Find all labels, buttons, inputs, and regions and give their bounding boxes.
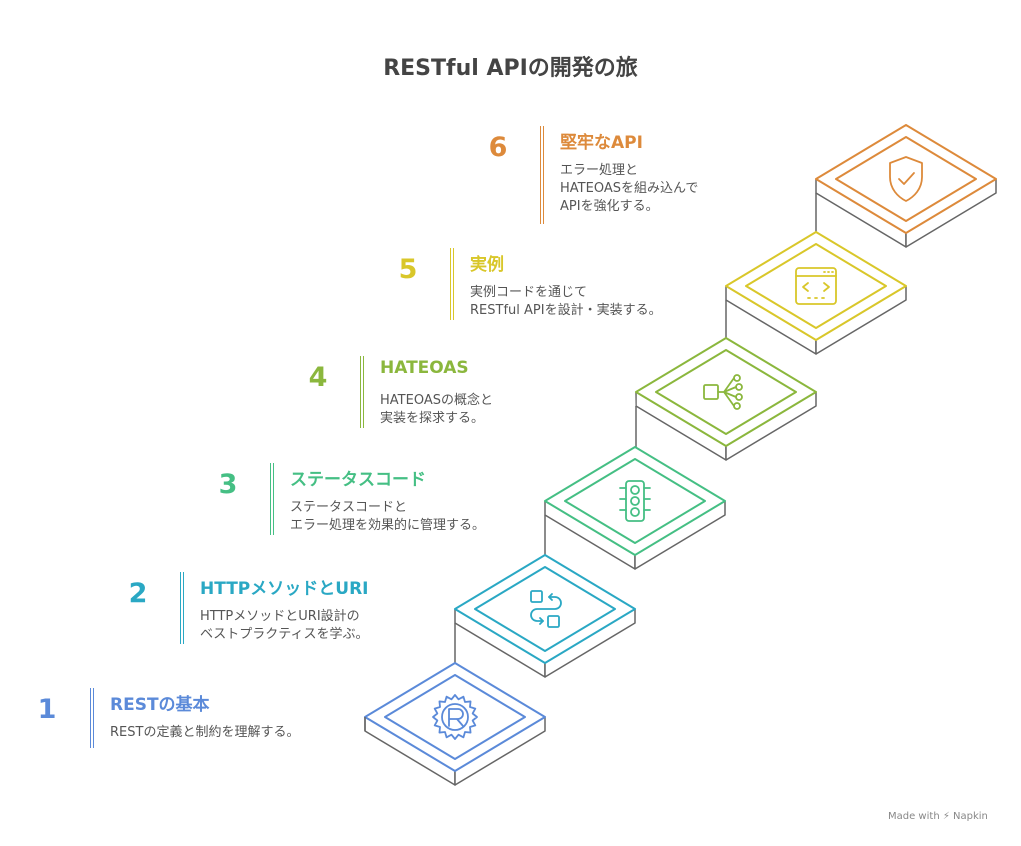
step-number: 2 [128,578,148,609]
step-description: エラー処理と HATEOASを組み込んで APIを強化する。 [560,163,699,214]
step-heading: ステータスコード [290,470,426,490]
step-heading: 実例 [470,255,504,275]
step-bar [360,356,364,428]
step-heading: RESTの基本 [110,695,210,715]
step-description: 実例コードを通じて RESTful APIを設計・実装する。 [470,285,662,318]
network-icon [703,374,743,410]
step-heading: HTTPメソッドとURI [200,579,369,599]
step-bar [180,572,184,644]
traffic-light-icon [619,480,651,522]
napkin-credit: Made with ⚡ Napkin [888,811,988,822]
step-number: 6 [488,132,508,163]
step-bar [270,463,274,535]
step-heading: 堅牢なAPI [560,133,643,153]
step-top-6 [815,124,997,234]
step-number: 1 [37,694,57,725]
code-window-icon [795,267,837,305]
flow-squares-icon [530,590,562,628]
step-description: HATEOASの概念と 実装を探求する。 [380,393,493,426]
step-bar [90,688,94,748]
step-number: 4 [308,362,328,393]
step-top-2 [454,554,636,664]
step-number: 3 [218,469,238,500]
step-description: HTTPメソッドとURI設計の ベストプラクティスを学ぶ。 [200,609,369,642]
shield-check-icon [889,156,923,202]
step-number: 5 [398,254,418,285]
step-bar [540,126,544,224]
step-description: RESTの定義と制約を理解する。 [110,725,300,740]
step-top-4 [635,337,817,447]
stair-step-2 [454,515,636,678]
step-description: ステータスコードと エラー処理を効果的に管理する。 [290,500,486,533]
rust-gear-icon [432,694,478,740]
step-heading: HATEOAS [380,358,469,378]
step-top-3 [544,446,726,556]
step-top-1 [364,662,546,772]
page-title: RESTful APIの開発の旅 [383,56,638,81]
step-bar [450,248,454,320]
step-top-5 [725,231,907,341]
